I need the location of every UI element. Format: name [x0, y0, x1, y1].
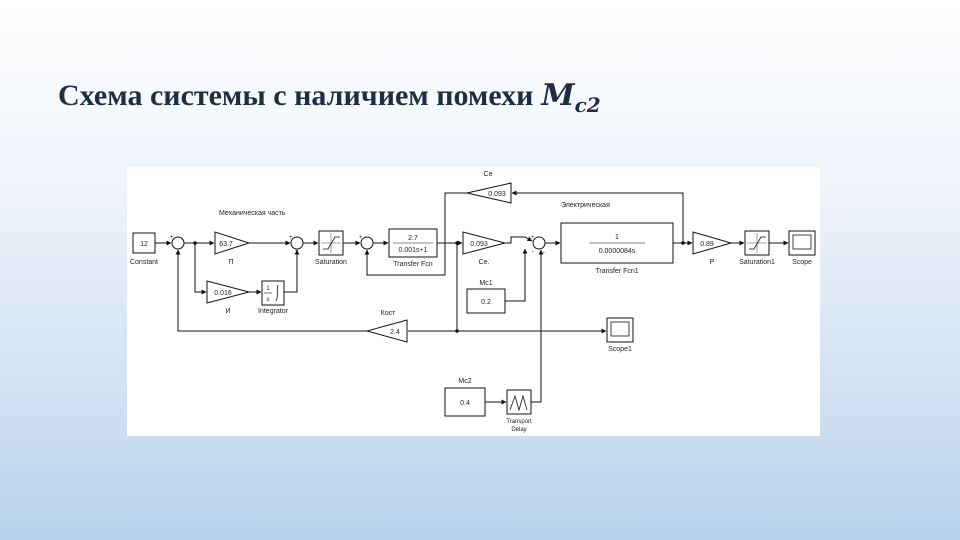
transport-delay-label-1: Transport — [506, 419, 532, 425]
sum-block-1[interactable]: + - — [170, 235, 185, 255]
transport-delay-icon — [509, 394, 528, 412]
gain-p2-block[interactable]: 0.89 P — [692, 231, 733, 266]
svg-text:+: + — [289, 235, 293, 241]
saturation-block[interactable]: Saturation — [315, 230, 347, 266]
signal-lines — [155, 190, 789, 405]
integrator-block[interactable]: 1 s Integrator — [258, 280, 289, 315]
svg-text:-: - — [543, 250, 545, 256]
gain-i-value: 0.016 — [214, 290, 232, 297]
saturation-label: Saturation — [315, 259, 347, 266]
gain-p-value: 63.7 — [219, 241, 233, 248]
gain-ce-top-label: Ce — [484, 171, 493, 178]
scope-label: Scope — [792, 259, 812, 266]
gain-p-label: П — [228, 259, 233, 266]
scope1-label: Scope1 — [608, 346, 632, 353]
mc2-block[interactable]: 0.4 Mc2 — [444, 378, 486, 417]
saturation1-label: Saturation1 — [739, 259, 775, 266]
transfer-fcn-block[interactable]: 2.7 0.001s+1 Transfer Fcn — [388, 228, 438, 268]
mc1-label: Mc1 — [479, 280, 492, 287]
gain-ce-mid-label: Ce. — [479, 259, 490, 266]
scope1-block[interactable]: Scope1 — [606, 317, 634, 353]
title-text: Схема системы с наличием помехи — [58, 79, 534, 112]
transfer-fcn1-den: 0.0000084s — [599, 248, 636, 255]
gain-i-label: И — [225, 308, 230, 315]
gain-ce-top-value: 0.093 — [488, 191, 506, 198]
mc2-label: Mc2 — [458, 378, 471, 385]
integrator-label: Integrator — [258, 308, 289, 315]
integral-icon — [275, 284, 279, 302]
mc1-block[interactable]: 0.2 Mc1 — [466, 280, 506, 314]
scope-screen-icon — [792, 234, 812, 250]
transfer-fcn1-label: Transfer Fcn1 — [595, 268, 638, 275]
svg-text:+: + — [359, 235, 363, 241]
constant-label: Constant — [130, 259, 158, 266]
integrator-den: s — [267, 297, 270, 303]
transfer-fcn1-num: 1 — [615, 234, 619, 241]
constant-block[interactable]: 12 Constant — [130, 232, 158, 266]
gain-p-block[interactable]: 63.7 П — [214, 231, 251, 266]
constant-value: 12 — [140, 241, 148, 248]
integrator-num: 1 — [266, 286, 270, 292]
transport-delay-label-2: Delay — [511, 427, 526, 433]
gain-i-block[interactable]: 0.016 И — [206, 280, 251, 315]
scope-block[interactable]: Scope — [788, 230, 816, 266]
gain-ce-mid-block[interactable]: 0.093 Ce. — [462, 231, 507, 266]
transfer-fcn-num: 2.7 — [408, 235, 418, 242]
mc1-value: 0.2 — [481, 299, 491, 306]
gain-kost-label: Кост — [381, 310, 396, 317]
svg-text:+: + — [170, 235, 174, 241]
gain-kost-value: 2.4 — [390, 329, 400, 336]
gain-kost-block[interactable]: 2.4 Кост — [365, 310, 408, 343]
sum-block-3[interactable]: + - — [359, 235, 374, 255]
saturation1-block[interactable]: Saturation1 — [739, 230, 775, 266]
mc2-value: 0.4 — [460, 400, 470, 407]
gain-p2-value: 0.89 — [700, 241, 714, 248]
transport-delay-block[interactable]: Transport Delay — [506, 389, 532, 433]
transfer-fcn-label: Transfer Fcn — [393, 261, 433, 268]
svg-text:+: + — [531, 235, 535, 241]
transfer-fcn-den: 0.001s+1 — [399, 247, 428, 254]
gain-ce-top-block[interactable]: 0.093 Ce — [466, 171, 512, 204]
simulink-diagram: Механическая часть Электрическая 12 Cons… — [127, 167, 820, 436]
title-math: Mc2 — [541, 78, 601, 117]
sum-block-2[interactable]: + + — [289, 235, 304, 255]
junction-dots — [193, 241, 685, 333]
gain-ce-mid-value: 0.093 — [470, 241, 488, 248]
gain-p2-label: P — [710, 259, 715, 266]
diagram-canvas: Механическая часть Электрическая 12 Cons… — [130, 171, 816, 433]
sum-block-4[interactable]: + - - — [531, 235, 546, 256]
svg-text:-: - — [532, 249, 534, 255]
transfer-fcn1-block[interactable]: 1 0.0000084s Transfer Fcn1 — [560, 222, 674, 275]
scope1-screen-icon — [610, 321, 630, 337]
electrical-section-label: Электрическая — [561, 202, 610, 209]
mechanical-section-label: Механическая часть — [219, 210, 286, 217]
